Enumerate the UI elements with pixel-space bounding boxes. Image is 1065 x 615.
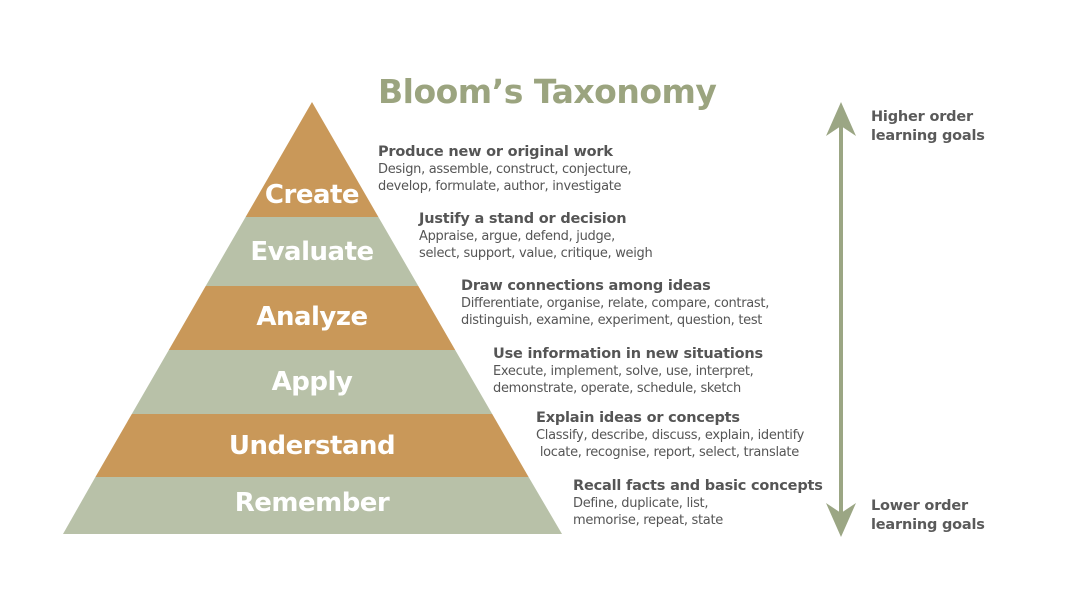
level-heading: Draw connections among ideas xyxy=(461,278,711,294)
axis-text: Higher order xyxy=(871,109,973,125)
level-description-understand: Explain ideas or concepts Classify, desc… xyxy=(536,410,804,461)
page-title: Bloom’s Taxonomy xyxy=(378,72,717,111)
level-verbs: memorise, repeat, state xyxy=(573,513,723,528)
lower-order-label: Lower order learning goals xyxy=(871,497,985,535)
level-heading: Explain ideas or concepts xyxy=(536,410,740,426)
level-heading: Produce new or original work xyxy=(378,144,613,160)
level-description-apply: Use information in new situations Execut… xyxy=(493,346,763,397)
label-remember: Remember xyxy=(235,488,390,518)
axis-text: learning goals xyxy=(871,517,985,533)
label-analyze: Analyze xyxy=(256,302,367,332)
level-heading: Recall facts and basic concepts xyxy=(573,478,823,494)
band-create xyxy=(245,102,379,217)
level-description-analyze: Draw connections among ideas Differentia… xyxy=(461,278,769,329)
level-description-evaluate: Justify a stand or decision Appraise, ar… xyxy=(419,211,653,262)
band-analyze xyxy=(168,286,456,350)
band-remember xyxy=(63,477,562,534)
band-understand xyxy=(95,414,529,477)
level-heading: Use information in new situations xyxy=(493,346,763,362)
level-verbs: develop, formulate, author, investigate xyxy=(378,179,622,194)
level-verbs: Appraise, argue, defend, judge, xyxy=(419,229,615,244)
level-verbs: Execute, implement, solve, use, interpre… xyxy=(493,364,754,379)
label-apply: Apply xyxy=(272,367,353,397)
label-create: Create xyxy=(265,180,359,210)
level-heading: Justify a stand or decision xyxy=(419,211,627,227)
label-evaluate: Evaluate xyxy=(250,237,373,267)
double-arrow-icon xyxy=(826,102,856,537)
level-verbs: Design, assemble, construct, conjecture, xyxy=(378,162,632,177)
band-apply xyxy=(131,350,493,414)
band-evaluate xyxy=(205,217,419,286)
level-verbs: demonstrate, operate, schedule, sketch xyxy=(493,381,741,396)
level-verbs: Differentiate, organise, relate, compare… xyxy=(461,296,770,311)
label-understand: Understand xyxy=(229,431,395,461)
level-description-remember: Recall facts and basic concepts Define, … xyxy=(573,478,823,529)
axis-text: Lower order xyxy=(871,498,968,514)
axis-text: learning goals xyxy=(871,128,985,144)
higher-order-label: Higher order learning goals xyxy=(871,108,985,146)
level-description-create: Produce new or original work Design, ass… xyxy=(378,144,632,195)
level-verbs: Define, duplicate, list, xyxy=(573,496,709,511)
level-verbs: Classify, describe, discuss, explain, id… xyxy=(536,428,805,443)
level-verbs: distinguish, examine, experiment, questi… xyxy=(461,313,763,328)
level-verbs: locate, recognise, report, select, trans… xyxy=(536,445,799,460)
level-verbs: select, support, value, critique, weigh xyxy=(419,246,653,261)
